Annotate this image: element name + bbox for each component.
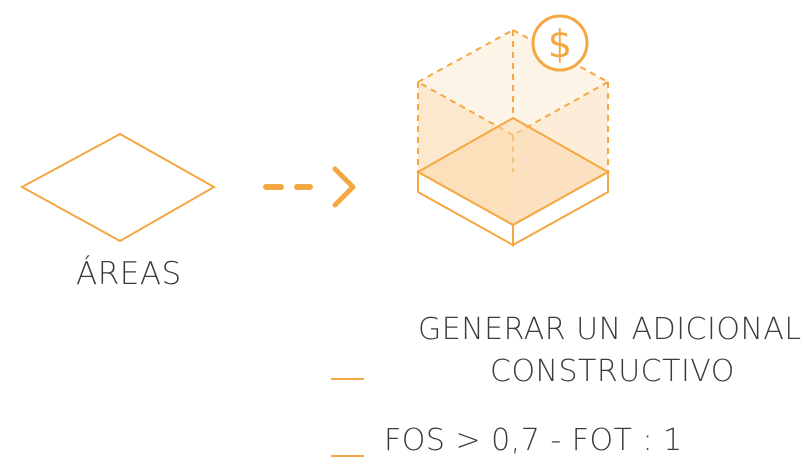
rule-label: FOS > 0,7 - FOT : 1 <box>384 423 683 458</box>
legend-dash-rule <box>331 455 364 457</box>
dollar-coin-icon: $ <box>531 14 589 72</box>
coin-symbol: $ <box>548 22 572 66</box>
dotted-arrow-icon <box>263 166 356 208</box>
result-label-line1: GENERAR UN ADICIONAL <box>418 312 802 347</box>
areas-label: ÁREAS <box>76 256 182 292</box>
legend-dash-result <box>331 378 364 380</box>
cube-building-icon <box>415 29 611 247</box>
diamond-area-icon <box>19 132 217 243</box>
result-label-line2: CONSTRUCTIVO <box>490 354 735 389</box>
